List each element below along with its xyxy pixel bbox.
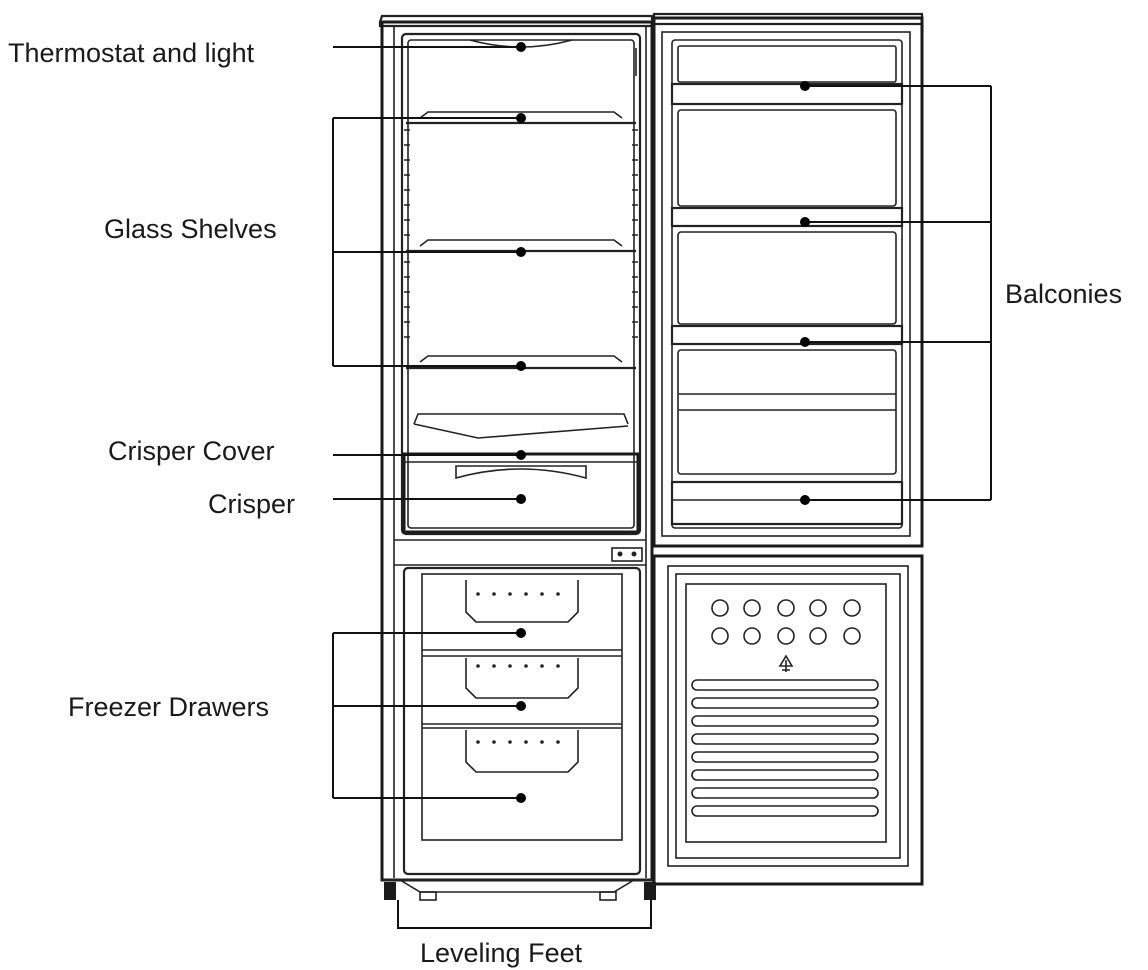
crisper-cover xyxy=(413,413,629,439)
leader-crisper-cover xyxy=(333,450,526,460)
freezer-door xyxy=(652,554,924,886)
balcony-1 xyxy=(670,45,904,106)
label-balconies: Balconies xyxy=(1005,279,1122,309)
balcony-2 xyxy=(670,109,904,228)
fridge-door xyxy=(652,12,924,548)
evaporator-grille xyxy=(691,679,879,817)
label-crisper: Crisper xyxy=(208,489,295,519)
fridge-compartment xyxy=(400,32,642,536)
label-leveling-feet: Leveling Feet xyxy=(420,938,583,968)
ice-tray xyxy=(711,599,861,645)
freezer-drawer-dots xyxy=(476,592,560,744)
leader-balconies xyxy=(800,81,992,505)
leader-leveling-feet xyxy=(397,900,652,929)
crisper-drawer xyxy=(402,452,640,534)
freezer-drawer-3 xyxy=(422,727,622,773)
label-freezer-drawers: Freezer Drawers xyxy=(68,692,269,722)
freezer-drawer-2 xyxy=(422,655,622,725)
leader-thermostat xyxy=(333,42,526,52)
leveling-feet xyxy=(384,882,656,901)
balcony-4 xyxy=(670,349,904,526)
snowflake-icon xyxy=(778,654,794,672)
leader-glass-shelves xyxy=(332,113,526,371)
leader-crisper xyxy=(333,494,526,504)
freezer-drawer-1 xyxy=(422,580,622,651)
freezer-compartment xyxy=(402,566,642,876)
label-glass-shelves: Glass Shelves xyxy=(104,214,277,244)
label-thermostat: Thermostat and light xyxy=(8,38,255,68)
leader-freezer-drawers xyxy=(332,628,526,803)
balcony-3 xyxy=(670,231,904,346)
cabinet-body xyxy=(378,14,654,893)
label-crisper-cover: Crisper Cover xyxy=(108,436,275,466)
shelf-rails xyxy=(404,129,638,338)
